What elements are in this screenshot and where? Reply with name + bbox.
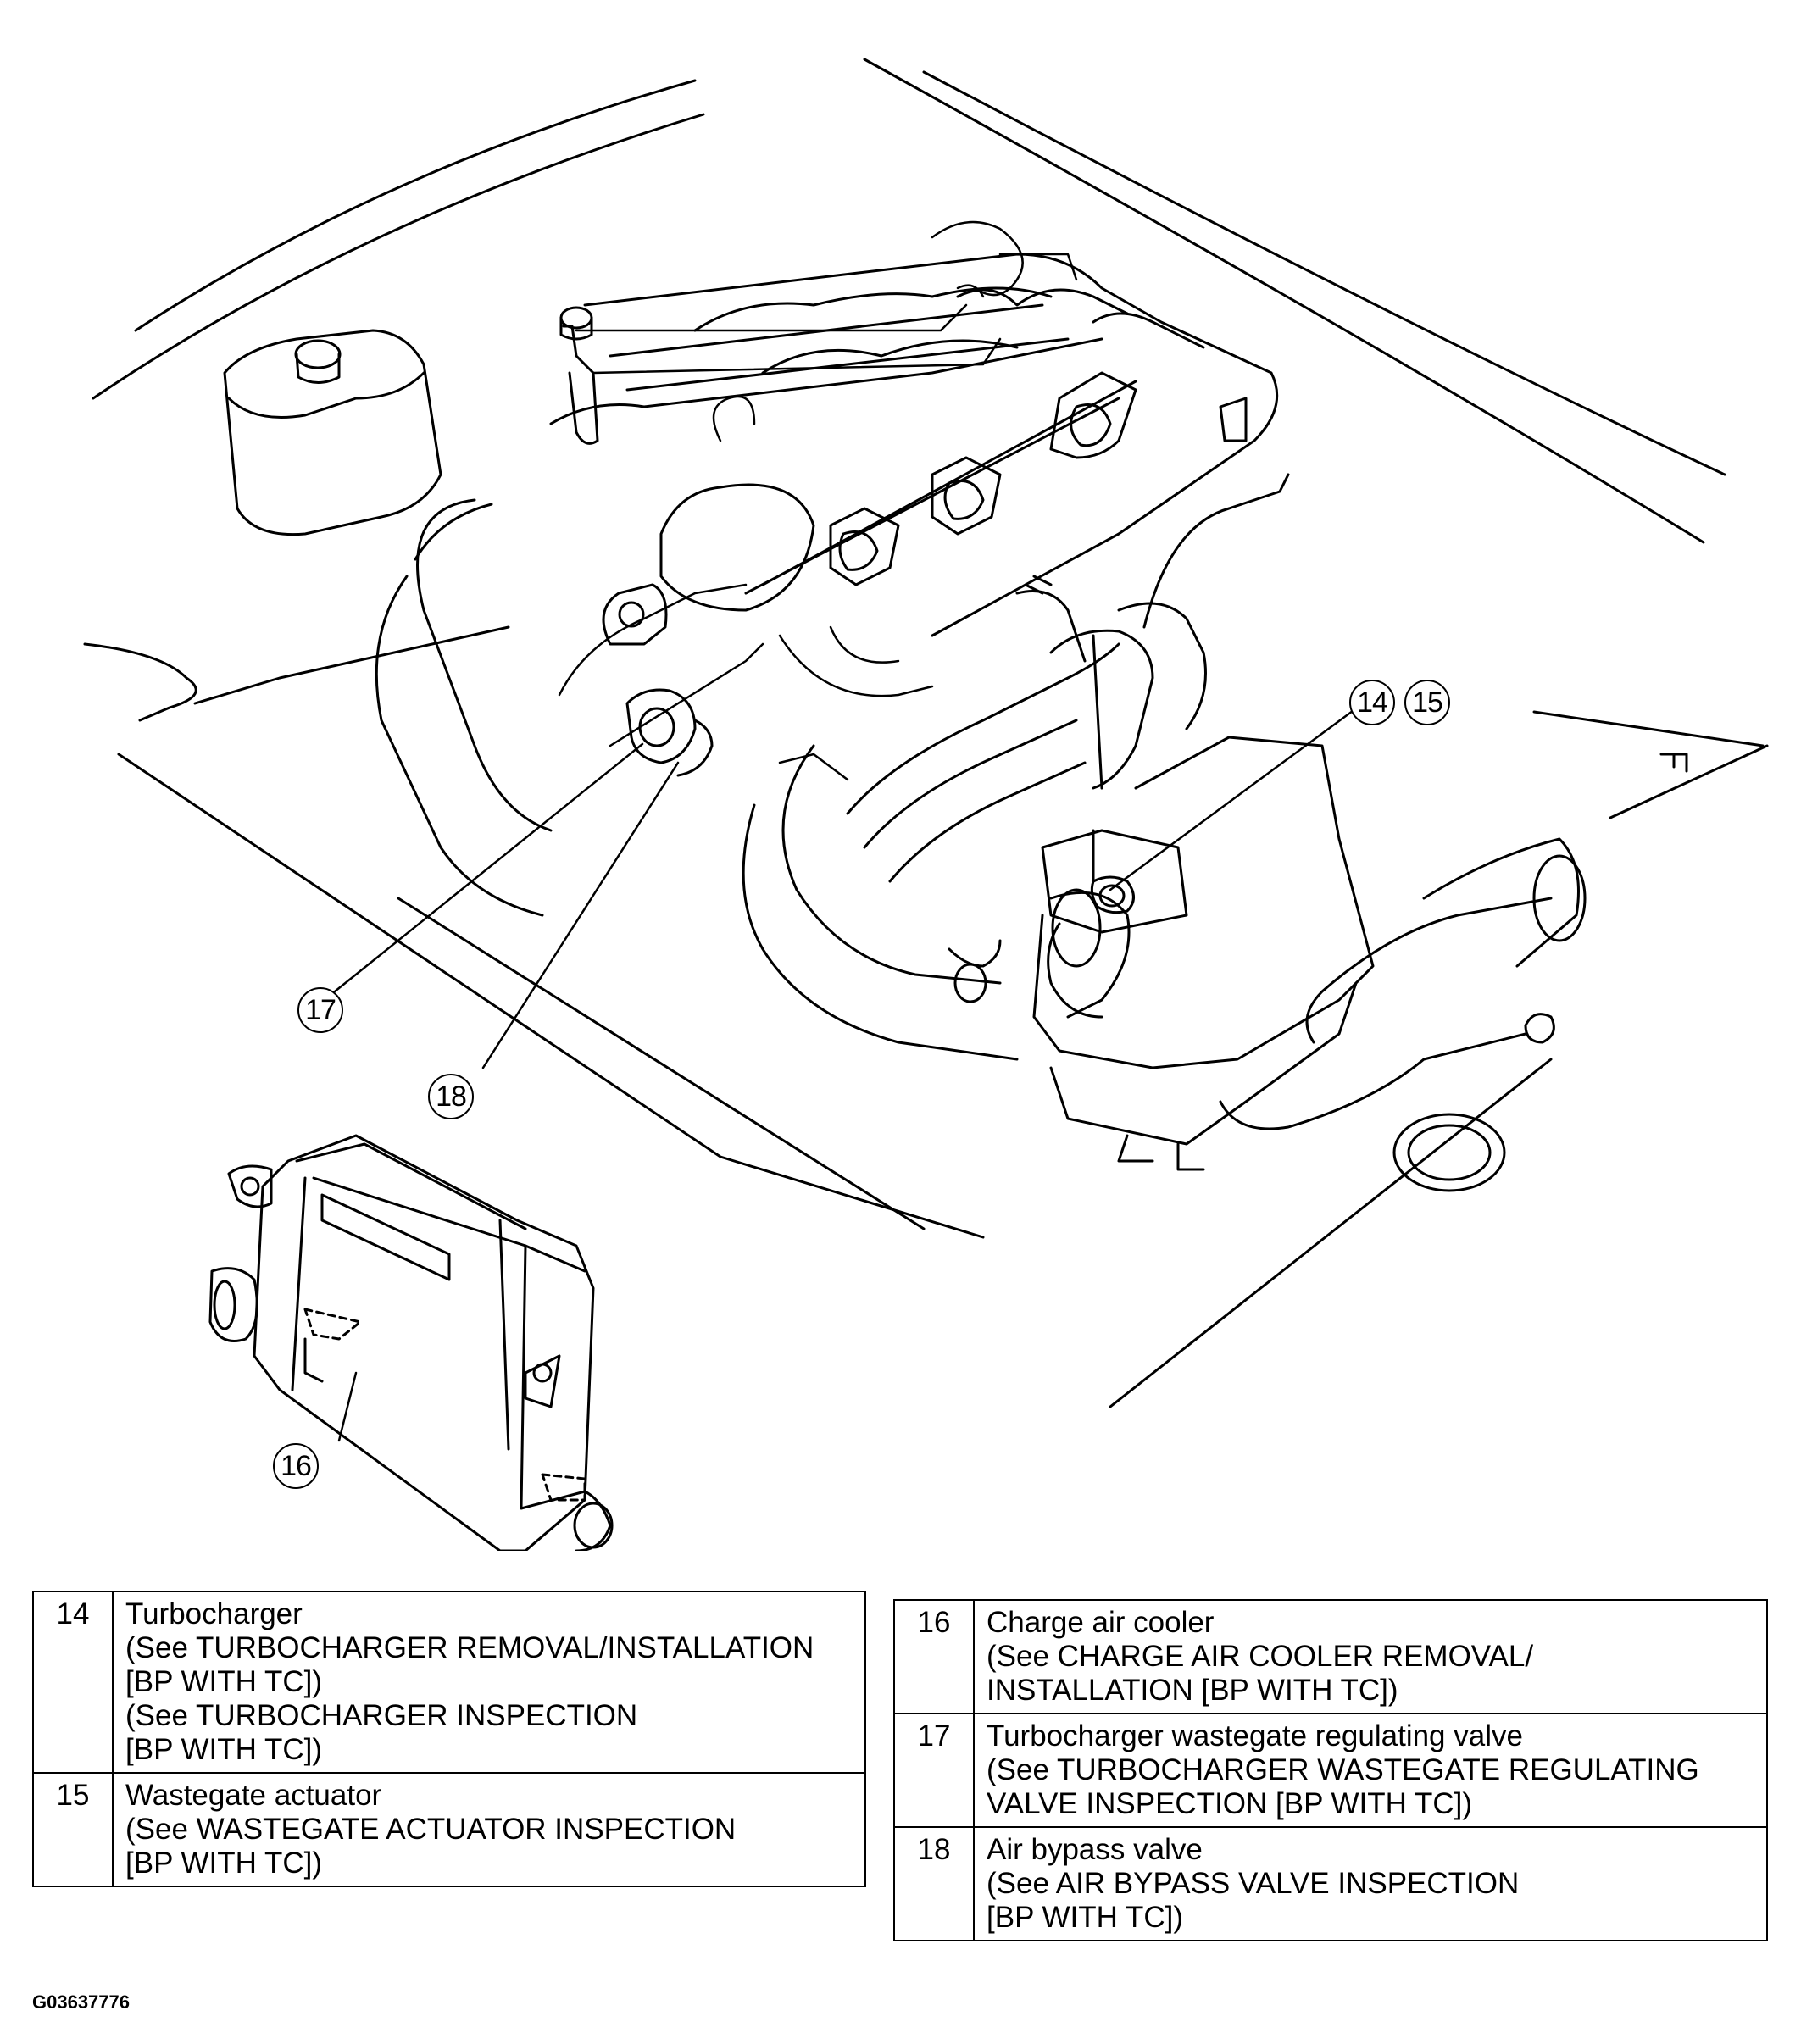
valve-assembly xyxy=(559,306,714,777)
legend-line: (See TURBOCHARGER REMOVAL/INSTALLATION xyxy=(125,1631,814,1664)
coolant-reservoir xyxy=(223,329,442,536)
legend-table-left: 14 Turbocharger (See TURBOCHARGER REMOVA… xyxy=(32,1591,866,1887)
legend-line: Charge air cooler xyxy=(987,1606,1215,1639)
legend-number: 14 xyxy=(32,1591,114,1774)
legend-description: Charge air cooler (See CHARGE AIR COOLER… xyxy=(973,1599,1768,1714)
legend-number: 18 xyxy=(893,1826,975,1941)
legend-line: [BP WITH TC]) xyxy=(125,1733,323,1766)
figure-code: G03637776 xyxy=(32,1991,130,2013)
legend-row: 14 Turbocharger (See TURBOCHARGER REMOVA… xyxy=(32,1591,866,1774)
air-cleaner-box xyxy=(1032,736,1375,1171)
intake-piping xyxy=(375,498,1207,1061)
callout-16: 16 xyxy=(273,1443,319,1489)
air-intake-duct xyxy=(1219,837,1587,1192)
legend-line: (See CHARGE AIR COOLER REMOVAL/ xyxy=(987,1640,1534,1673)
legend-row: 17 Turbocharger wastegate regulating val… xyxy=(893,1713,1768,1828)
legend-line: Air bypass valve xyxy=(987,1833,1203,1866)
harness-lines xyxy=(558,220,1078,781)
legend-row: 18 Air bypass valve (See AIR BYPASS VALV… xyxy=(893,1826,1768,1941)
leader-lines xyxy=(333,707,1358,1442)
callout-18: 18 xyxy=(428,1074,474,1119)
legend-description: Air bypass valve (See AIR BYPASS VALVE I… xyxy=(973,1826,1768,1941)
legend-line: INSTALLATION [BP WITH TC]) xyxy=(987,1674,1398,1707)
callout-15: 15 xyxy=(1404,680,1450,725)
legend-line: (See TURBOCHARGER INSPECTION xyxy=(125,1699,638,1732)
legend-line: Wastegate actuator xyxy=(125,1779,382,1812)
legend-number: 17 xyxy=(893,1713,975,1828)
legend-description: Turbocharger wastegate regulating valve … xyxy=(973,1713,1768,1828)
engine-block xyxy=(549,253,1290,637)
legend-description: Turbocharger (See TURBOCHARGER REMOVAL/I… xyxy=(112,1591,866,1774)
callout-17: 17 xyxy=(297,987,343,1033)
legend-line: VALVE INSPECTION [BP WITH TC]) xyxy=(987,1787,1473,1820)
callout-14: 14 xyxy=(1349,680,1395,725)
legend-line: (See TURBOCHARGER WASTEGATE REGULATING xyxy=(987,1753,1699,1786)
legend-line: [BP WITH TC]) xyxy=(125,1665,323,1698)
legend-line: [BP WITH TC]) xyxy=(125,1847,323,1880)
legend-line: Turbocharger xyxy=(125,1597,303,1630)
legend-description: Wastegate actuator (See WASTEGATE ACTUAT… xyxy=(112,1772,866,1887)
legend-table-right: 16 Charge air cooler (See CHARGE AIR COO… xyxy=(893,1599,1768,1941)
legend-row: 15 Wastegate actuator (See WASTEGATE ACT… xyxy=(32,1772,866,1887)
charge-air-cooler xyxy=(208,1134,614,1551)
legend-line: Turbocharger wastegate regulating valve xyxy=(987,1719,1523,1752)
legend-number: 16 xyxy=(893,1599,975,1714)
body-outline xyxy=(83,58,1769,1408)
legend-line: (See WASTEGATE ACTUATOR INSPECTION xyxy=(125,1813,737,1846)
legend-number: 15 xyxy=(32,1772,114,1887)
legend-line: (See AIR BYPASS VALVE INSPECTION xyxy=(987,1867,1520,1900)
legend-row: 16 Charge air cooler (See CHARGE AIR COO… xyxy=(893,1599,1768,1714)
legend-line: [BP WITH TC]) xyxy=(987,1901,1184,1934)
engine-bay-illustration xyxy=(83,58,1769,1551)
